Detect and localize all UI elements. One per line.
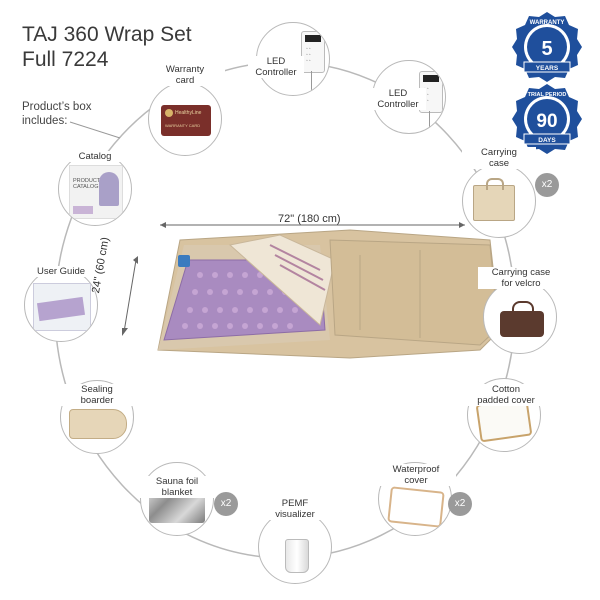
sealing-border-label: Sealing boarder — [58, 384, 136, 406]
velcro-case-label-1: Carrying case — [491, 267, 551, 278]
velcro-case-label: Carrying case for velcro — [478, 267, 564, 289]
waterproof-cover-label-1: Waterproof — [392, 464, 440, 475]
cotton-cover-label-2: padded cover — [477, 395, 535, 406]
waterproof-cover-image — [387, 486, 445, 528]
carrying-case-image — [473, 178, 515, 221]
led-cable-right — [429, 111, 430, 133]
main-mat-image — [122, 222, 500, 359]
velcro-case-circle — [483, 280, 557, 354]
warranty-card-label-2: card — [175, 75, 195, 86]
led-left-label-1: LED — [266, 56, 286, 67]
warranty-seal-icon: 5 WARRANTY YEARS — [512, 12, 582, 82]
carrying-case-circle — [462, 164, 536, 238]
card-logo-icon — [165, 109, 173, 117]
warranty-card-label: Warranty card — [145, 64, 225, 86]
cotton-cover-label-1: Cotton — [492, 384, 520, 395]
sauna-foil-label-1: Sauna foil — [155, 476, 199, 487]
carrying-case-qty-badge: x2 — [535, 173, 559, 197]
warranty-seal-bottom: YEARS — [536, 65, 559, 72]
warranty-card-label-1: Warranty — [165, 64, 205, 75]
led-cable-left — [311, 71, 312, 91]
mat-logo-icon — [178, 255, 190, 267]
catalog-label: Catalog — [58, 151, 132, 162]
box-note-line-2: includes: — [22, 115, 68, 127]
catalog-image: PRODUCT CATALOG — [69, 165, 123, 219]
trial-seal-icon: 90 TRIAL PERIOD DAYS — [512, 84, 582, 154]
waterproof-cover-label: Waterproof cover — [376, 464, 456, 486]
box-note-line-1: Product’s box — [22, 101, 92, 113]
led-left-label-2: Controller — [255, 67, 297, 78]
pemf-label-1: PEMF — [281, 498, 309, 509]
catalog-cover-line-2: CATALOG — [73, 184, 99, 190]
trial-seal-number: 90 — [536, 111, 557, 132]
pemf-visualizer-image — [285, 539, 309, 573]
sealing-border-label-1: Sealing — [81, 384, 113, 395]
velcro-case-handle-icon — [512, 301, 534, 315]
warranty-seal-number: 5 — [541, 38, 552, 60]
user-guide-mat-image — [36, 296, 86, 322]
catalog-model-image — [99, 172, 119, 206]
case-handle-icon — [486, 178, 504, 190]
user-guide-circle — [24, 268, 98, 342]
pemf-circle — [258, 510, 332, 584]
warranty-seal-top: WARRANTY — [530, 20, 565, 26]
sauna-foil-label: Sauna foil blanket — [137, 476, 217, 498]
catalog-cover-line-1: PRODUCT — [73, 178, 101, 184]
card-text: WARRANTY CARD — [165, 123, 201, 128]
led-controller-left-label: LED Controller — [248, 56, 304, 78]
title-line-2: Full 7224 — [22, 48, 109, 71]
mat-length-label: 72" (180 cm) — [278, 213, 341, 225]
sealing-border-label-2: boarder — [80, 395, 114, 406]
pemf-label-2: visualizer — [275, 509, 315, 520]
velcro-case-label-2: for velcro — [501, 278, 541, 289]
catalog-cover-title: PRODUCT CATALOG — [73, 178, 100, 190]
card-brand: HealthyLine — [175, 110, 202, 116]
trial-seal-top: TRIAL PERIOD — [528, 92, 567, 98]
catalog-mat-image — [73, 206, 93, 214]
sauna-foil-label-2: blanket — [161, 487, 193, 498]
catalog-circle: PRODUCT CATALOG — [58, 152, 132, 226]
led-controller-right-label: LED Controller — [370, 88, 426, 110]
carrying-case-label-1: Carrying — [481, 147, 517, 158]
waterproof-cover-qty-badge: x2 — [448, 492, 472, 516]
sauna-foil-qty-badge: x2 — [214, 492, 238, 516]
product-title: TAJ 360 Wrap Set Full 7224 — [22, 22, 192, 72]
user-guide-label: User Guide — [21, 266, 101, 277]
title-line-1: TAJ 360 Wrap Set — [22, 23, 192, 46]
led-display-icon — [305, 35, 321, 42]
sealing-border-image — [69, 409, 127, 439]
carrying-case-label: Carrying case — [462, 147, 536, 169]
warranty-card-circle: HealthyLine WARRANTY CARD — [148, 82, 222, 156]
led-right-label-2: Controller — [377, 99, 419, 110]
trial-seal-bottom: DAYS — [538, 137, 556, 144]
user-guide-image — [33, 283, 91, 331]
sauna-foil-circle — [140, 462, 214, 536]
waterproof-cover-label-2: cover — [404, 475, 428, 486]
led-buttons-icon: ◦◦◦◦◦◦ — [306, 46, 312, 64]
led-display-icon — [423, 75, 439, 82]
led-controller-left-image: ◦◦◦◦◦◦ — [301, 31, 325, 73]
warranty-card-image: HealthyLine WARRANTY CARD — [161, 105, 211, 136]
led-right-label-1: LED — [388, 88, 408, 99]
velcro-case-image — [500, 301, 544, 337]
box-note: Product’s box includes: — [22, 100, 91, 128]
carrying-case-label-2: case — [488, 158, 510, 169]
led-buttons-icon: ◦◦◦◦◦◦ — [424, 86, 430, 104]
cotton-cover-label: Cotton padded cover — [466, 384, 546, 406]
pemf-label: PEMF visualizer — [255, 498, 335, 520]
